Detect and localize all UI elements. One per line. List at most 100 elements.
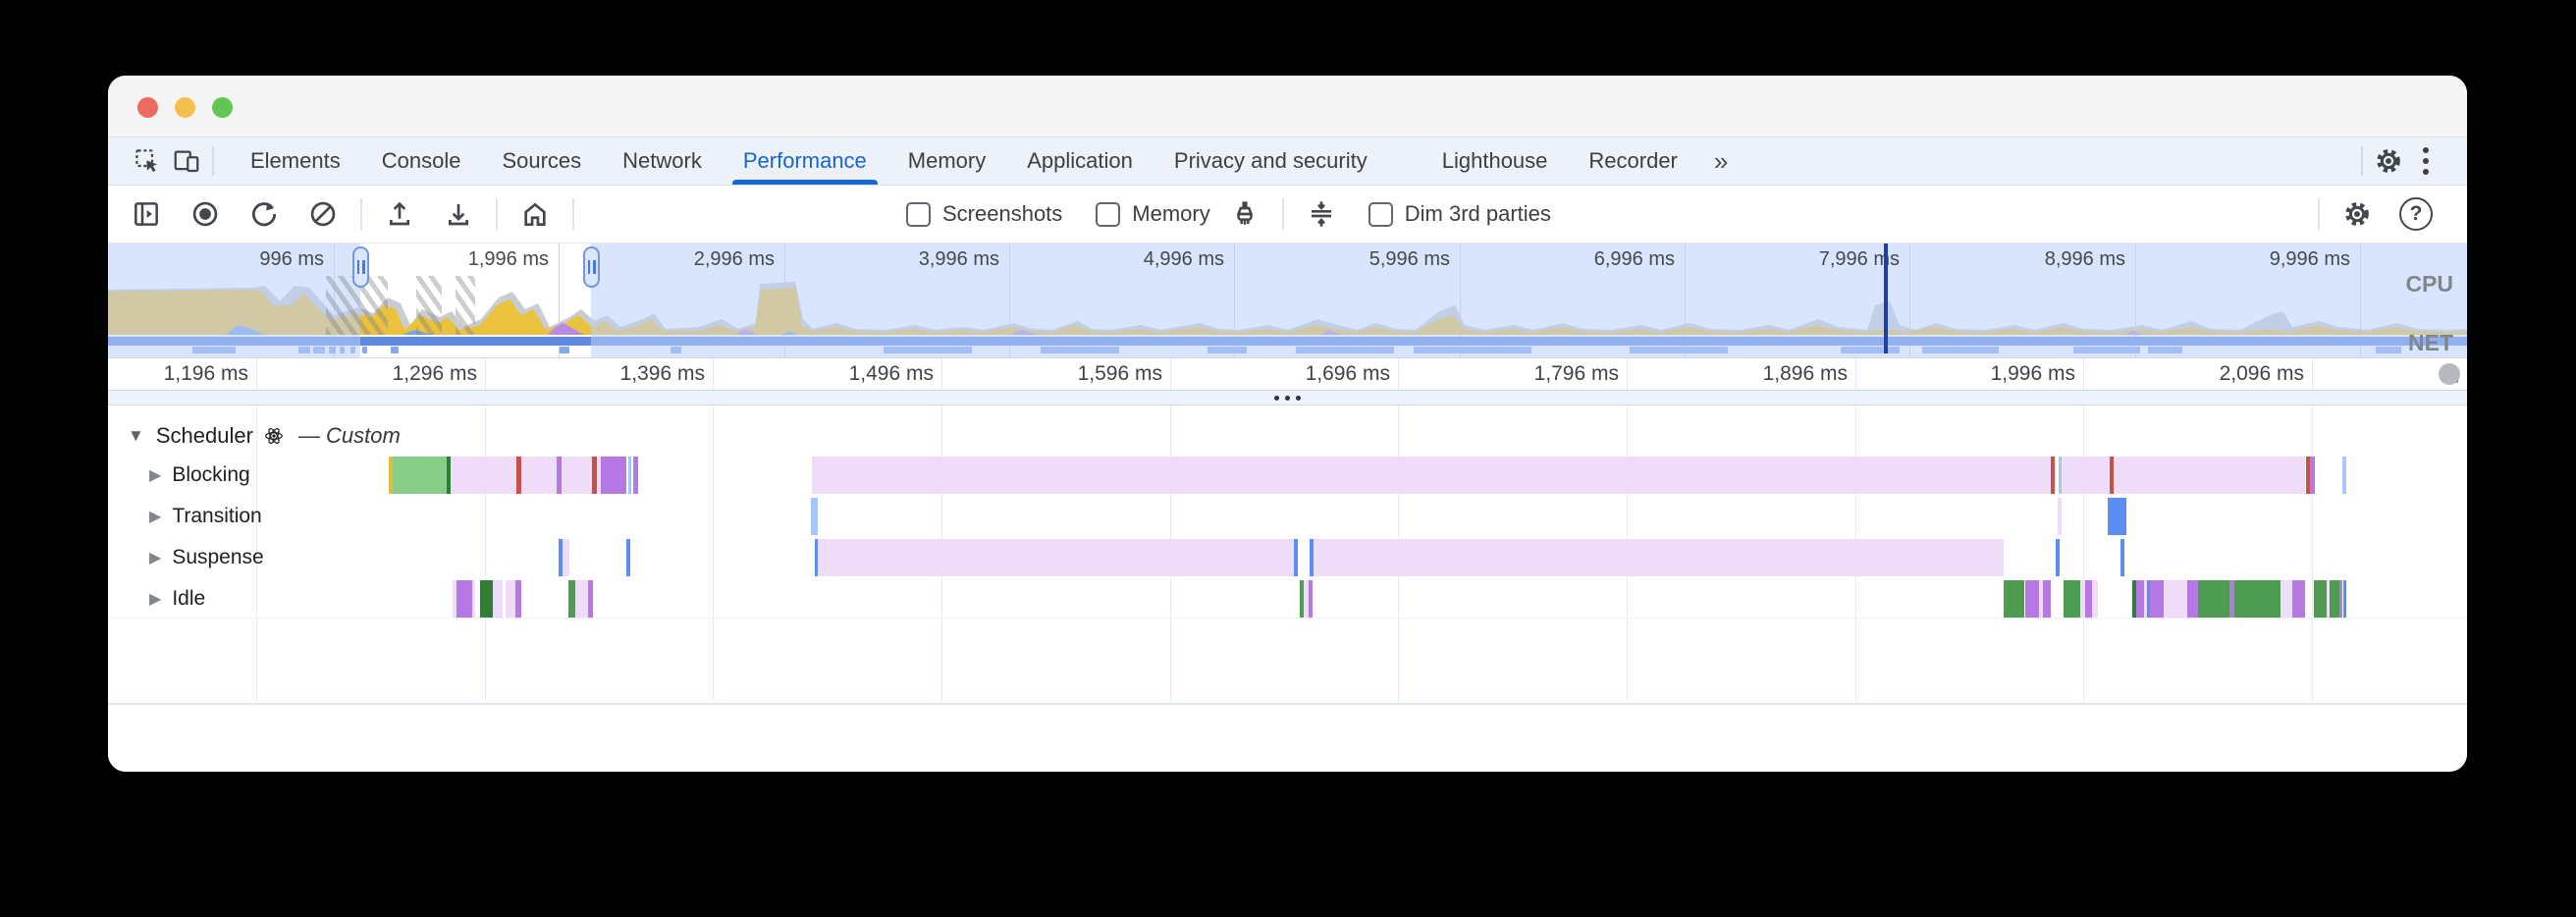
flame-bar[interactable] xyxy=(2043,580,2051,618)
shortcuts-dialog-icon[interactable] xyxy=(1303,195,1340,233)
flame-bar[interactable] xyxy=(2039,580,2043,618)
tab-memory[interactable]: Memory xyxy=(887,137,1006,185)
flame-bar[interactable] xyxy=(2108,498,2126,535)
flame-bar[interactable] xyxy=(633,457,638,494)
track-row-label-blocking[interactable]: ▶Blocking xyxy=(149,457,250,494)
flame-bar[interactable] xyxy=(480,580,493,618)
flame-bar[interactable] xyxy=(451,457,516,494)
customize-devtools-kebab-icon[interactable] xyxy=(2408,141,2443,181)
disclosure-triangle-icon[interactable]: ▶ xyxy=(149,509,162,525)
track-row-label-transition[interactable]: ▶Transition xyxy=(149,498,262,535)
tab-sources[interactable]: Sources xyxy=(481,137,602,185)
flame-bar[interactable] xyxy=(2062,457,2110,494)
record-button[interactable] xyxy=(187,195,224,233)
flame-bar[interactable] xyxy=(818,539,1294,576)
flame-bar[interactable] xyxy=(2114,457,2305,494)
flame-bar[interactable] xyxy=(592,457,597,494)
panel-resize-handle[interactable] xyxy=(108,390,2467,405)
flame-bar[interactable] xyxy=(1314,539,2004,576)
flame-bar[interactable] xyxy=(557,457,562,494)
screenshots-checkbox[interactable] xyxy=(906,201,931,227)
inspect-element-icon[interactable] xyxy=(128,141,167,181)
tab-network[interactable]: Network xyxy=(602,137,723,185)
selection-handle-right[interactable] xyxy=(583,246,600,288)
flame-bar[interactable] xyxy=(2310,457,2315,494)
flame-bar[interactable] xyxy=(472,580,475,618)
flame-bar[interactable] xyxy=(1310,539,1314,576)
scrollbar-thumb[interactable] xyxy=(2439,363,2460,385)
disclosure-triangle-icon[interactable]: ▶ xyxy=(149,550,162,566)
flame-bar[interactable] xyxy=(2339,580,2342,618)
flame-bar[interactable] xyxy=(626,539,630,576)
tab-lighthouse[interactable]: Lighthouse xyxy=(1422,137,1569,185)
flame-bar[interactable] xyxy=(2343,580,2346,618)
flame-bar[interactable] xyxy=(515,580,521,618)
live-metrics-home-icon[interactable] xyxy=(516,195,554,233)
close-window-button[interactable] xyxy=(137,97,158,118)
flame-bar[interactable] xyxy=(2136,580,2144,618)
dim-3rd-parties-checkbox[interactable] xyxy=(1368,201,1393,227)
flame-bar[interactable] xyxy=(2132,580,2136,618)
record-and-reload-icon[interactable] xyxy=(245,195,283,233)
flame-bar[interactable] xyxy=(2292,580,2305,618)
flame-bar[interactable] xyxy=(456,580,472,618)
tab-performance[interactable]: Performance xyxy=(723,137,887,185)
minimize-window-button[interactable] xyxy=(175,97,195,118)
help-icon[interactable]: ? xyxy=(2397,195,2435,233)
more-tabs-icon[interactable]: » xyxy=(1713,145,1728,176)
flame-bar[interactable] xyxy=(2080,580,2085,618)
dim-3rd-parties-toggle[interactable]: Dim 3rd parties xyxy=(1368,201,1551,227)
screenshots-toggle[interactable]: Screenshots xyxy=(906,201,1062,227)
tab-recorder[interactable]: Recorder xyxy=(1568,137,1697,185)
flame-bar[interactable] xyxy=(575,580,588,618)
memory-toggle[interactable]: Memory xyxy=(1096,201,1210,227)
flame-bar[interactable] xyxy=(2327,580,2330,618)
upload-profile-icon[interactable] xyxy=(381,195,418,233)
flame-bar[interactable] xyxy=(2056,539,2060,576)
flame-bar[interactable] xyxy=(559,539,563,576)
flame-bar[interactable] xyxy=(2085,580,2092,618)
flame-bar[interactable] xyxy=(601,457,626,494)
flame-bar[interactable] xyxy=(2144,580,2147,618)
track-row-label-suspense[interactable]: ▶Suspense xyxy=(149,539,264,576)
flame-bar[interactable] xyxy=(453,580,456,618)
flame-bar[interactable] xyxy=(2330,580,2339,618)
flame-bar[interactable] xyxy=(2059,457,2062,494)
flame-bar[interactable] xyxy=(628,457,631,494)
tab-application[interactable]: Application xyxy=(1006,137,1154,185)
disclosure-triangle-icon[interactable]: ▶ xyxy=(149,467,162,484)
settings-gear-icon[interactable] xyxy=(2369,141,2408,181)
download-profile-icon[interactable] xyxy=(440,195,477,233)
flame-bar[interactable] xyxy=(2120,539,2124,576)
collect-garbage-icon[interactable] xyxy=(1226,195,1263,233)
flame-chart-tracks[interactable]: ▼ Scheduler — Custom ▶Blocking▶Transitio… xyxy=(108,405,2467,705)
flame-bar[interactable] xyxy=(493,580,503,618)
flame-bar[interactable] xyxy=(563,539,569,576)
tab-privacy-and-security[interactable]: Privacy and security xyxy=(1154,137,1388,185)
flame-bar[interactable] xyxy=(2234,580,2281,618)
tab-console[interactable]: Console xyxy=(361,137,482,185)
tab-elements[interactable]: Elements xyxy=(230,137,361,185)
network-request-bar[interactable] xyxy=(362,347,367,353)
flame-bar[interactable] xyxy=(516,457,521,494)
flame-bar[interactable] xyxy=(2164,580,2187,618)
flame-bar[interactable] xyxy=(812,457,2051,494)
memory-checkbox[interactable] xyxy=(1096,201,1121,227)
flame-bar[interactable] xyxy=(588,580,593,618)
flame-bar[interactable] xyxy=(2150,580,2164,618)
flame-bar[interactable] xyxy=(521,457,557,494)
flame-bar[interactable] xyxy=(568,580,575,618)
flame-bar[interactable] xyxy=(2229,580,2234,618)
capture-settings-gear-icon[interactable] xyxy=(2338,195,2376,233)
flame-bar[interactable] xyxy=(2004,580,2024,618)
network-request-bar[interactable] xyxy=(391,347,399,353)
disclosure-triangle-icon[interactable]: ▶ xyxy=(149,591,162,608)
maximize-window-button[interactable] xyxy=(212,97,233,118)
collapse-triangle-icon[interactable]: ▼ xyxy=(128,426,144,445)
flame-bar[interactable] xyxy=(2281,580,2292,618)
flame-bar[interactable] xyxy=(1309,580,1313,618)
flame-bar[interactable] xyxy=(2092,580,2098,618)
flame-bar[interactable] xyxy=(2025,580,2039,618)
flame-bar[interactable] xyxy=(447,457,451,494)
